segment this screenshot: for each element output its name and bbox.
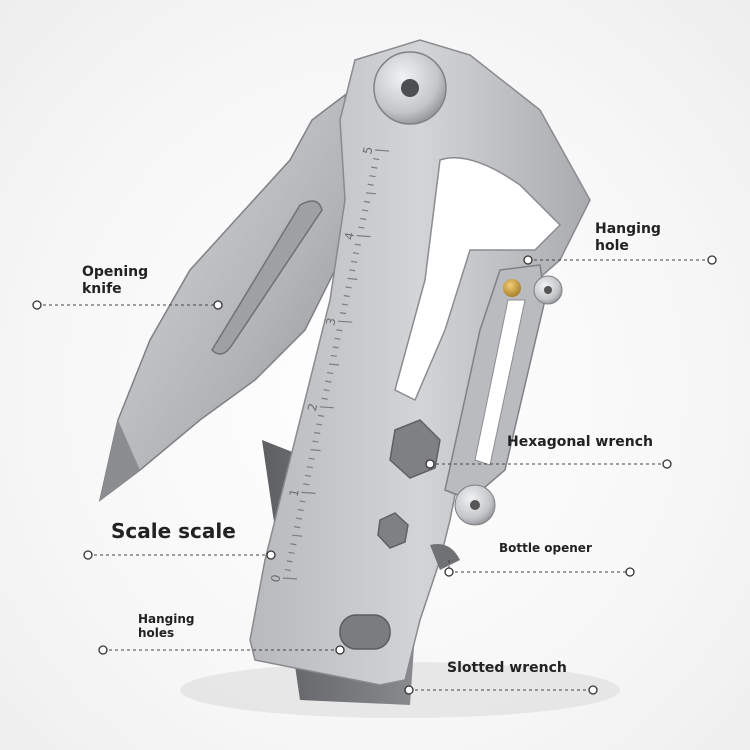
ruler-tick [284, 568, 291, 572]
ruler-number: 0 [268, 573, 283, 583]
ruler-tick [339, 312, 347, 315]
leader-bottle-opener [448, 560, 630, 573]
label-line: Hanging [595, 221, 661, 237]
ruler-number: 3 [323, 316, 338, 326]
ruler-tick [371, 166, 378, 169]
label-line: knife [82, 280, 122, 297]
callout-dots [32, 255, 717, 695]
ruler-tick [336, 329, 343, 332]
ruler-tick [312, 440, 319, 443]
ruler-tick [367, 183, 374, 186]
blade-thumb-stud [211, 200, 323, 355]
bottle-opener-notch [430, 544, 460, 570]
ruler-scale [282, 149, 390, 580]
ruler-tick [352, 252, 360, 255]
ruler-tick [365, 192, 376, 195]
ruler-tick [358, 226, 365, 229]
ruler-tick [317, 414, 325, 417]
label-hanging-hole: Hanging hole [595, 221, 661, 255]
ruler-tick [282, 577, 298, 580]
ruler-tick [301, 491, 316, 494]
ruler-tick [332, 346, 339, 349]
ruler-tick [360, 217, 367, 221]
ruler-tick [369, 175, 376, 178]
label-hanging-holes: Hanging holes [138, 612, 195, 641]
ruler-tick [303, 483, 310, 486]
ruler-tick [292, 534, 303, 537]
opening-knife-blade [98, 93, 351, 502]
ruler-number: 2 [305, 402, 320, 412]
ruler-tick [293, 526, 301, 529]
small-hex-hole [377, 512, 409, 549]
brass-pin [503, 279, 521, 297]
ruler-tick [349, 269, 356, 272]
ruler-tick [362, 209, 369, 212]
tool-body: 0 1 2 3 4 5 [249, 39, 591, 686]
label-opening-knife: Opening knife [82, 264, 148, 298]
ruler-tick [345, 286, 352, 289]
ruler-tick [321, 397, 328, 400]
ruler-tick [290, 543, 297, 546]
ruler-tick [295, 517, 302, 520]
ruler-tick [334, 337, 341, 340]
gate-arm [444, 264, 546, 501]
ruler-tick [286, 560, 293, 563]
ruler-tick [308, 457, 315, 460]
label-hexagonal-wrench: Hexagonal wrench [507, 434, 653, 450]
ruler-tick [373, 157, 380, 161]
ruler-tick [297, 508, 304, 512]
ruler-tick [350, 260, 358, 263]
ruler-number: 4 [342, 231, 357, 241]
ruler-tick [316, 423, 323, 426]
ruler-tick [314, 431, 321, 435]
callout-leaders [37, 259, 712, 691]
ruler-tick [341, 303, 348, 306]
pivot-screw-icon [401, 79, 419, 97]
ruler-number: 1 [287, 488, 302, 498]
label-slotted-wrench: Slotted wrench [447, 660, 567, 676]
ruler-tick [343, 294, 350, 298]
label-line: hole [595, 237, 629, 254]
ruler-tick [327, 371, 334, 375]
slotted-hole [339, 614, 391, 650]
ruler-tick [319, 406, 334, 409]
label-line: holes [138, 626, 175, 641]
ruler-tick [328, 363, 340, 366]
label-line: Hanging [138, 612, 195, 626]
ruler-tick [330, 354, 337, 358]
label-bottle-opener: Bottle opener [499, 541, 592, 555]
label-scale: Scale scale [111, 519, 236, 543]
ruler-tick [325, 380, 332, 383]
ruler-tick [304, 474, 312, 477]
ruler-numbers: 0 1 2 3 4 5 [268, 145, 375, 583]
ruler-tick [338, 320, 353, 323]
body-cutout [394, 157, 562, 402]
ruler-tick [306, 466, 314, 469]
ruler-tick [310, 449, 321, 452]
ruler-tick [347, 277, 358, 280]
ruler-tick [374, 149, 390, 152]
ruler-number: 5 [360, 145, 375, 155]
ruler-tick [323, 389, 330, 392]
ruler-tick [299, 500, 306, 503]
ruler-tick [356, 235, 371, 238]
ruler-tick [363, 200, 371, 203]
ruler-tick [354, 243, 361, 246]
label-line: Opening [82, 264, 149, 280]
ruler-tick [288, 551, 295, 554]
